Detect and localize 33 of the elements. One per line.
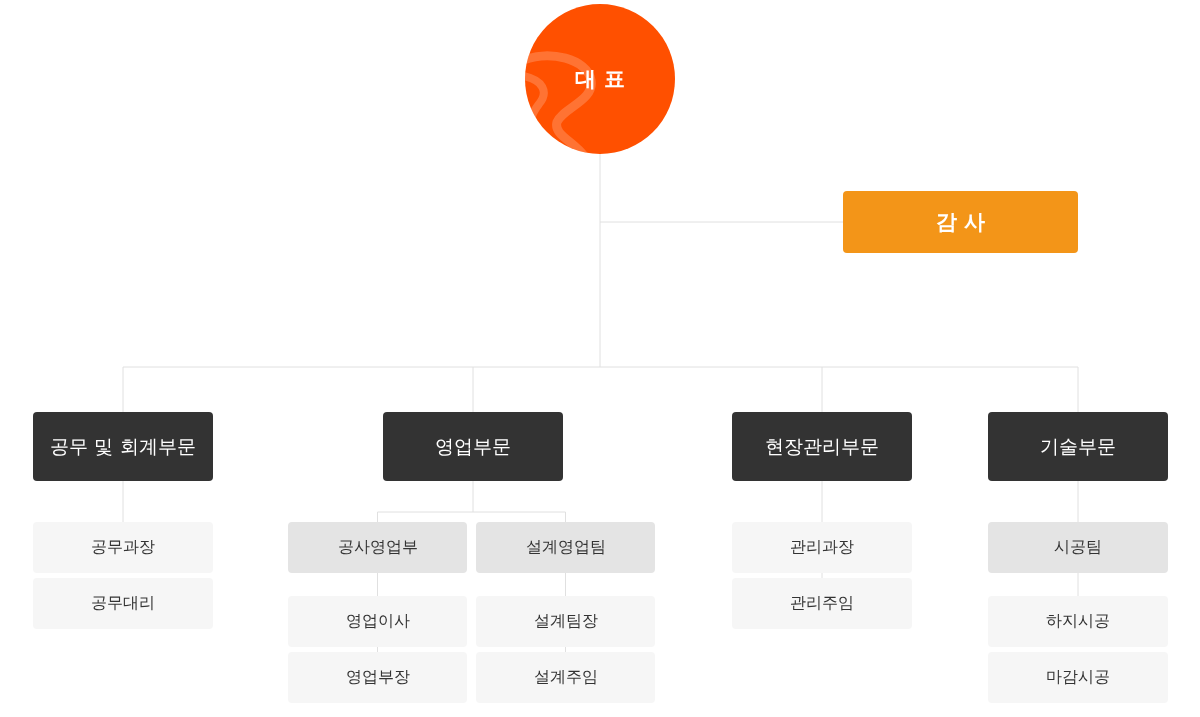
node-label: 감 사 [935, 209, 986, 236]
node-label: 공사영업부 [337, 537, 418, 558]
node-label: 마감시공 [1046, 667, 1110, 688]
division-box [33, 412, 213, 481]
team-box [288, 522, 467, 573]
node-label: 현장관리부문 [765, 433, 879, 459]
node-label: 대 표 [575, 66, 625, 93]
connector-line [377, 480, 566, 523]
node-label: 설계팀장 [533, 611, 598, 632]
node-label: 공무과장 [91, 537, 155, 558]
position-box [288, 596, 467, 647]
position-box [476, 596, 655, 647]
connector-line [122, 153, 1079, 413]
node-label: 영업부장 [345, 667, 410, 688]
node-label: 관리과장 [790, 537, 854, 558]
audit-box [843, 191, 1078, 253]
node-label: 하지시공 [1046, 611, 1110, 632]
position-box [476, 652, 655, 703]
node-label: 기술부문 [1040, 433, 1116, 459]
team-box [988, 522, 1168, 573]
node-label: 공무대리 [91, 593, 155, 614]
node-label: 시공팀 [1054, 537, 1102, 558]
division-box [383, 412, 563, 481]
node-label: 설계영업팀 [525, 537, 606, 558]
node-label: 영업이사 [345, 611, 410, 632]
node-label: 관리주임 [790, 593, 854, 614]
division-box [732, 412, 912, 481]
team-box [476, 522, 655, 573]
node-label: 영업부문 [435, 433, 511, 459]
division-box [988, 412, 1168, 481]
position-box [288, 652, 467, 703]
node-label: 설계주임 [533, 667, 598, 688]
node-label: 공무 및 회계부문 [50, 433, 196, 459]
